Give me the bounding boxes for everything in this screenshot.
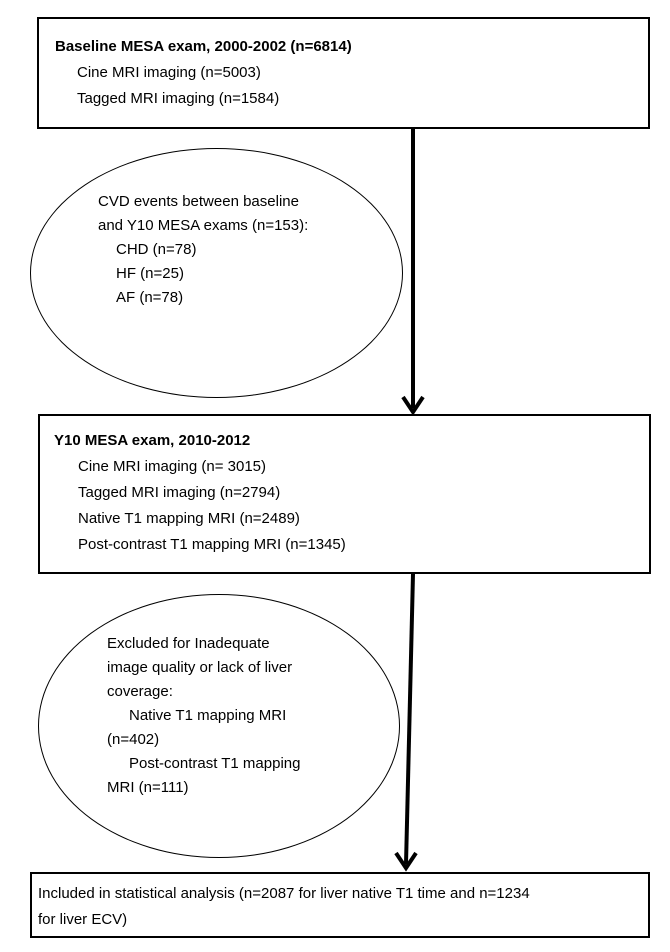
cvd-line-1: CVD events between baseline [98, 193, 299, 210]
excluded-ellipse [38, 594, 400, 858]
y10-item-cine: Cine MRI imaging (n= 3015) [78, 458, 267, 475]
cvd-line-chd: CHD (n=78) [116, 241, 197, 258]
included-analysis-box: Included in statistical analysis (n=2087… [30, 872, 650, 938]
excluded-line-2: image quality or lack of liver [107, 659, 293, 676]
excluded-line-native-n: (n=402) [107, 731, 160, 748]
cvd-line-2: and Y10 MESA exams (n=153): [98, 217, 309, 234]
arrowhead-baseline-to-y10 [401, 395, 425, 416]
baseline-title: Baseline MESA exam, 2000-2002 (n=6814) [55, 38, 352, 55]
cvd-line-af: AF (n=78) [116, 289, 184, 306]
cvd-events-text: CVD events between baseline and Y10 MESA… [98, 190, 308, 310]
excluded-line-post-n: MRI (n=111) [107, 779, 189, 796]
y10-exam-box: Y10 MESA exam, 2010-2012 Cine MRI imagin… [38, 414, 651, 574]
y10-item-native-t1: Native T1 mapping MRI (n=2489) [78, 510, 300, 527]
baseline-item-cine: Cine MRI imaging (n=5003) [77, 64, 261, 81]
cvd-line-hf: HF (n=25) [116, 265, 184, 282]
y10-item-tagged: Tagged MRI imaging (n=2794) [78, 484, 281, 501]
arrowhead-y10-to-included [394, 851, 418, 872]
included-line-2: for liver ECV) [38, 911, 128, 928]
included-line-1: Included in statistical analysis (n=2087… [38, 885, 530, 902]
excluded-line-3: coverage: [107, 683, 173, 700]
excluded-line-1: Excluded for Inadequate [107, 635, 270, 652]
y10-item-post-contrast: Post-contrast T1 mapping MRI (n=1345) [78, 536, 346, 553]
y10-title: Y10 MESA exam, 2010-2012 [54, 432, 251, 449]
cvd-events-ellipse [30, 148, 403, 398]
excluded-line-post: Post-contrast T1 mapping [129, 755, 301, 772]
baseline-exam-box: Baseline MESA exam, 2000-2002 (n=6814) C… [37, 17, 650, 129]
excluded-text: Excluded for Inadequate image quality or… [107, 632, 300, 800]
baseline-item-tagged: Tagged MRI imaging (n=1584) [77, 90, 280, 107]
excluded-line-native: Native T1 mapping MRI [129, 707, 287, 724]
arrow-y10-to-included [404, 573, 415, 865]
